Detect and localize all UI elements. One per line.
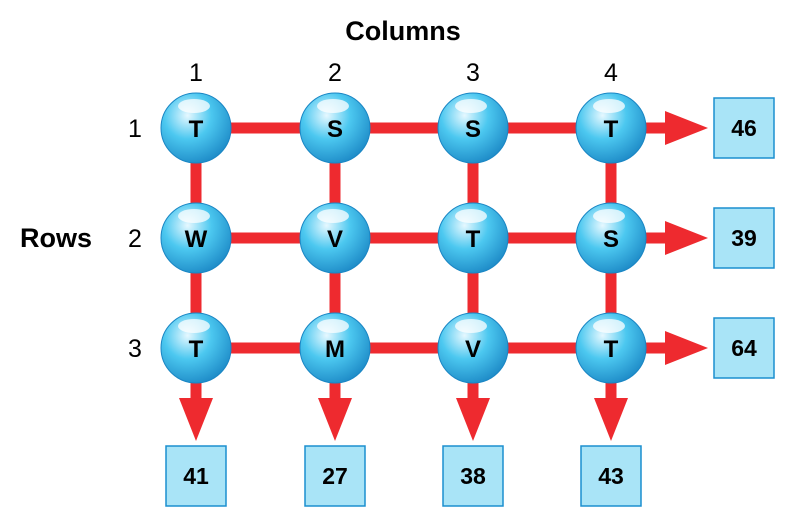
- row-arrow-1: [665, 111, 708, 145]
- row-label-1: 1: [128, 115, 142, 143]
- ball-r1-c2: S: [299, 92, 371, 164]
- sum-box-value: 43: [598, 463, 624, 489]
- ball-sphere: [437, 202, 509, 274]
- ball-sphere: [299, 92, 371, 164]
- columns-title: Columns: [345, 16, 461, 46]
- ball-letter: T: [189, 116, 204, 143]
- row-sum-3: 64: [713, 317, 775, 379]
- ball-r2-c4: S: [575, 202, 647, 274]
- ball-letter: S: [603, 226, 619, 253]
- ball-sphere: [160, 202, 232, 274]
- ball-sphere: [575, 312, 647, 384]
- ball-highlight: [178, 99, 210, 113]
- ball-r2-c2: V: [299, 202, 371, 274]
- sum-box-frame: [713, 317, 775, 379]
- ball-letter: V: [465, 336, 481, 363]
- ball-sphere: [575, 92, 647, 164]
- ball-letter: T: [189, 336, 204, 363]
- ball-r1-c1: T: [160, 92, 232, 164]
- sum-box-frame: [442, 445, 504, 507]
- ball-highlight: [455, 319, 487, 333]
- ball-sphere: [299, 312, 371, 384]
- ball-letter: T: [466, 226, 481, 253]
- column-index-labels: 1 2 3 4: [189, 59, 618, 87]
- sum-box-frame: [580, 445, 642, 507]
- sum-box-value: 64: [731, 335, 757, 361]
- row-sum-2: 39: [713, 207, 775, 269]
- sum-box-value: 39: [731, 225, 757, 251]
- sum-box-value: 38: [460, 463, 486, 489]
- row-arrow-2: [665, 221, 708, 255]
- ball-highlight: [178, 319, 210, 333]
- row-sum-1: 46: [713, 97, 775, 159]
- ball-letter: T: [604, 116, 619, 143]
- sum-box-frame: [165, 445, 227, 507]
- row-connector-2: [196, 232, 665, 244]
- ball-r1-c3: S: [437, 92, 509, 164]
- sum-box-frame: [713, 207, 775, 269]
- ball-highlight: [593, 319, 625, 333]
- row-label-2: 2: [128, 225, 142, 253]
- ball-letter: S: [465, 116, 481, 143]
- sum-box-value: 41: [183, 463, 209, 489]
- sum-box-value: 46: [731, 115, 757, 141]
- sum-box-value: 27: [322, 463, 348, 489]
- rows-title: Rows: [20, 223, 92, 253]
- ball-letter: V: [327, 226, 343, 253]
- row-arrow-3: [665, 331, 708, 365]
- connectors: [179, 111, 708, 441]
- ball-r3-c1: T: [160, 312, 232, 384]
- ball-letter: T: [604, 336, 619, 363]
- column-sum-3: 38: [442, 445, 504, 507]
- row-index-labels: 1 2 3: [128, 115, 142, 363]
- column-arrow-1: [179, 398, 213, 441]
- row-connector-1: [196, 122, 665, 134]
- column-label-4: 4: [604, 59, 618, 87]
- ball-letter: W: [185, 226, 208, 253]
- column-arrow-2: [318, 398, 352, 441]
- column-arrow-3: [456, 398, 490, 441]
- ball-letter: M: [325, 336, 345, 363]
- ball-letter: S: [327, 116, 343, 143]
- row-sum-boxes: 46 39 64: [713, 97, 775, 379]
- ball-highlight: [455, 209, 487, 223]
- ball-r2-c1: W: [160, 202, 232, 274]
- ball-highlight: [178, 209, 210, 223]
- ball-r2-c3: T: [437, 202, 509, 274]
- ball-grid: T S S T W V T S T M V T: [160, 92, 647, 384]
- ball-sphere: [575, 202, 647, 274]
- row-connector-3: [196, 342, 665, 354]
- sum-box-frame: [304, 445, 366, 507]
- column-sum-4: 43: [580, 445, 642, 507]
- ball-sphere: [160, 312, 232, 384]
- ball-highlight: [455, 99, 487, 113]
- ball-highlight: [317, 319, 349, 333]
- ball-sphere: [437, 92, 509, 164]
- column-sum-2: 27: [304, 445, 366, 507]
- column-arrow-4: [594, 398, 628, 441]
- ball-sphere: [299, 202, 371, 274]
- ball-r1-c4: T: [575, 92, 647, 164]
- column-label-1: 1: [189, 59, 203, 87]
- sum-box-frame: [713, 97, 775, 159]
- column-sum-1: 41: [165, 445, 227, 507]
- row-label-3: 3: [128, 335, 142, 363]
- column-label-2: 2: [328, 59, 342, 87]
- ball-r3-c2: M: [299, 312, 371, 384]
- ball-highlight: [317, 99, 349, 113]
- ball-sphere: [437, 312, 509, 384]
- ball-highlight: [317, 209, 349, 223]
- ball-r3-c3: V: [437, 312, 509, 384]
- column-label-3: 3: [466, 59, 480, 87]
- ball-r3-c4: T: [575, 312, 647, 384]
- ball-highlight: [593, 209, 625, 223]
- ball-highlight: [593, 99, 625, 113]
- ball-sphere: [160, 92, 232, 164]
- column-sum-boxes: 41 27 38 43: [165, 445, 642, 507]
